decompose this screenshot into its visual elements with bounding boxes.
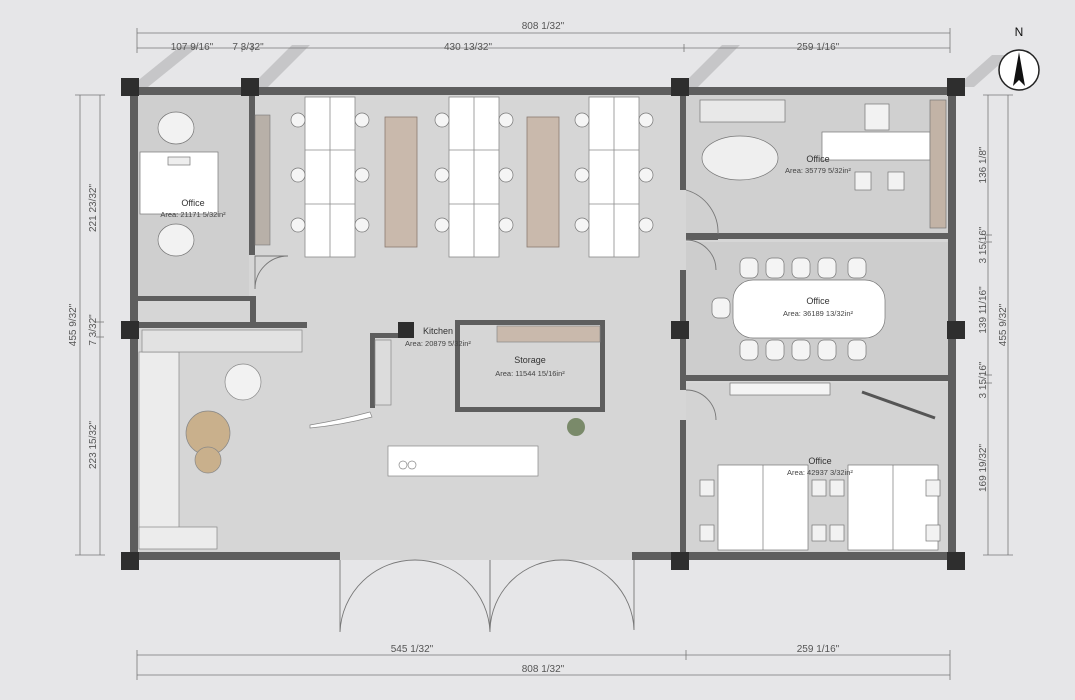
workstation-dividers bbox=[305, 97, 639, 257]
dim-right-3: 139 11/16" bbox=[978, 286, 989, 334]
dim-top-3: 430 13/32" bbox=[444, 42, 492, 53]
dim-top-1: 107 9/16" bbox=[171, 42, 214, 53]
dim-top-4: 259 1/16" bbox=[797, 42, 840, 53]
office-top-right-furniture bbox=[699, 99, 947, 229]
lounge-furniture bbox=[138, 329, 303, 550]
dim-right-5: 169 19/32" bbox=[978, 444, 989, 492]
dim-top-total: 808 1/32" bbox=[522, 21, 565, 32]
compass-label: N bbox=[1015, 25, 1024, 39]
plant bbox=[567, 418, 585, 436]
dim-bottom-2: 259 1/16" bbox=[797, 644, 840, 655]
kitchen-area: Area: 20879 5/32in² bbox=[405, 339, 471, 348]
dim-left-3: 223 15/32" bbox=[88, 421, 99, 469]
conference-area: Area: 36189 13/32in² bbox=[783, 309, 854, 318]
dim-right-1: 136 1/8" bbox=[978, 146, 989, 183]
conference-furniture bbox=[711, 257, 886, 361]
storage-name: Storage bbox=[514, 355, 546, 365]
dim-left-total: 455 9/32" bbox=[68, 303, 79, 346]
office-top-right-area: Area: 35779 5/32in² bbox=[785, 166, 851, 175]
office-top-right-name: Office bbox=[806, 154, 829, 164]
dimensions-top bbox=[136, 28, 951, 53]
dim-left-2: 7 3/32" bbox=[88, 314, 99, 346]
room-labels: Office Area: 21171 5/32in² Office Area: … bbox=[160, 154, 853, 477]
dim-left-1: 221 23/32" bbox=[88, 184, 99, 232]
kitchen-name: Kitchen bbox=[423, 326, 453, 336]
columns bbox=[121, 78, 965, 570]
storage-area: Area: 11544 15/16in² bbox=[495, 369, 565, 378]
dim-right-total: 455 9/32" bbox=[998, 303, 1009, 346]
office-left-shelf bbox=[254, 114, 271, 246]
conference-name: Office bbox=[806, 296, 829, 306]
dim-right-2: 3 15/16" bbox=[978, 226, 989, 263]
dim-bottom-total: 808 1/32" bbox=[522, 664, 565, 675]
dim-bottom-1: 545 1/32" bbox=[391, 644, 434, 655]
dimensions-bottom bbox=[136, 650, 951, 680]
office-left-furniture bbox=[139, 111, 219, 257]
north-arrow-icon: N bbox=[998, 25, 1040, 91]
doors bbox=[254, 189, 719, 633]
dim-top-2: 7 3/32" bbox=[232, 42, 264, 53]
office-left-area: Area: 21171 5/32in² bbox=[160, 210, 226, 219]
dim-right-4: 3 15/16" bbox=[978, 361, 989, 398]
office-bottom-right-name: Office bbox=[808, 456, 831, 466]
office-bottom-right-area: Area: 42937 3/32in² bbox=[787, 468, 853, 477]
office-bottom-right-furniture bbox=[699, 382, 941, 551]
kitchen-furniture bbox=[309, 325, 601, 477]
dimensions-right bbox=[983, 94, 1013, 556]
storage-cabinets bbox=[384, 116, 560, 248]
dimensions-left bbox=[75, 94, 105, 556]
desk-chairs bbox=[290, 112, 654, 233]
office-left-name: Office bbox=[181, 198, 204, 208]
